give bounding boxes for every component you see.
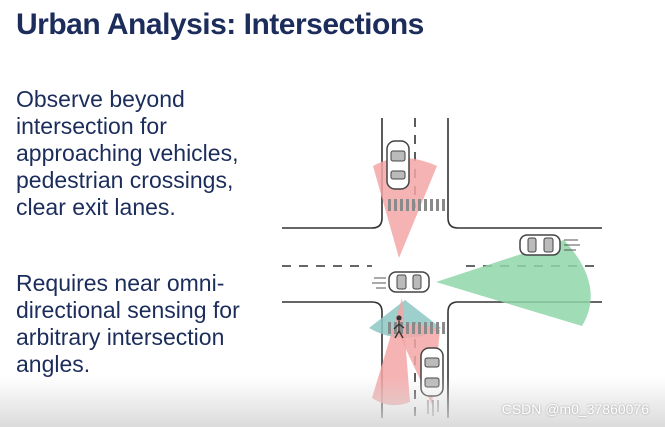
sensor-cone-east bbox=[436, 240, 591, 326]
text-line: Observe beyond bbox=[16, 86, 185, 112]
motion-lines bbox=[372, 277, 386, 289]
text-line: Requires near omni- bbox=[16, 270, 225, 296]
text-line: clear exit lanes. bbox=[16, 194, 176, 220]
slide-title: Urban Analysis: Intersections bbox=[16, 8, 424, 41]
text-line: approaching vehicles, bbox=[16, 140, 239, 166]
motion-lines bbox=[427, 400, 439, 416]
car-icon bbox=[420, 347, 444, 397]
pedestrian-icon bbox=[393, 315, 405, 339]
text-line: arbitrary intersection bbox=[16, 324, 225, 350]
road-edges bbox=[282, 118, 602, 418]
watermark: CSDN @m0_37860076 bbox=[501, 401, 649, 417]
text-line: directional sensing for bbox=[16, 297, 240, 323]
crosswalk-icon bbox=[388, 199, 445, 211]
car-icon bbox=[388, 271, 430, 293]
text-line: pedestrian crossings, bbox=[16, 167, 234, 193]
text-line: angles. bbox=[16, 351, 91, 377]
motion-lines bbox=[564, 239, 580, 251]
intersection-observation-text: Observe beyond intersection for approach… bbox=[16, 86, 238, 221]
car-icon bbox=[519, 234, 561, 256]
text-line: intersection for bbox=[16, 113, 167, 139]
omni-sensing-text: Requires near omni- directional sensing … bbox=[16, 270, 240, 378]
car-icon bbox=[386, 140, 410, 190]
